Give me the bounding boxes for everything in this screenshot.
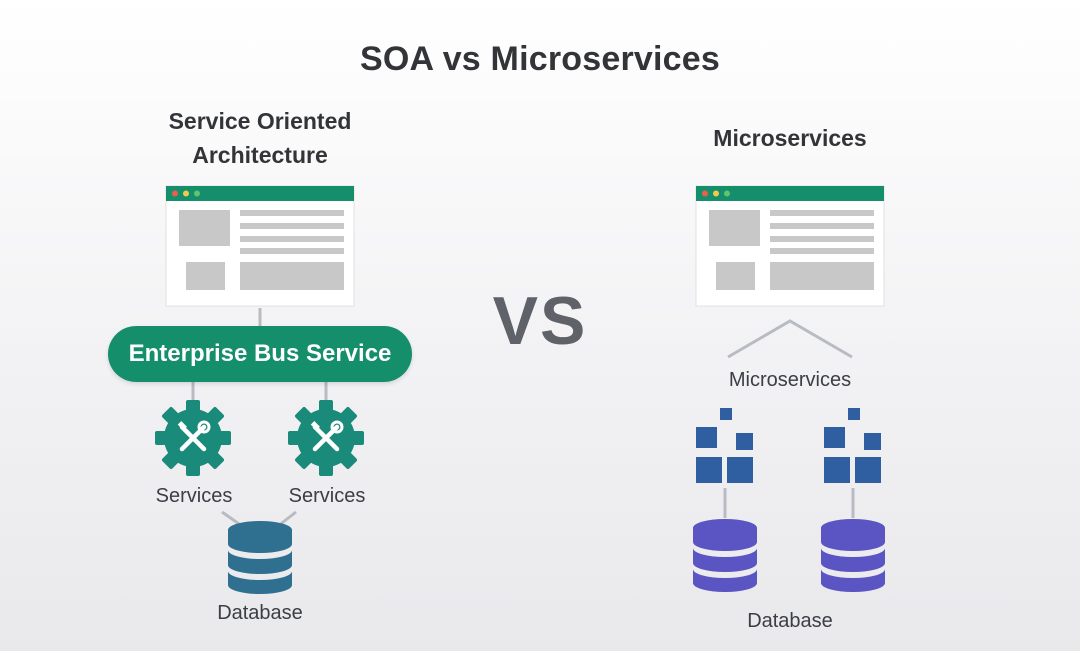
soa-heading-line2: Architecture	[192, 142, 328, 168]
micro-app-window-icon	[695, 185, 885, 307]
microservices-heading: Microservices	[713, 125, 867, 151]
service-gear-icon	[155, 400, 231, 476]
soa-database-icon	[228, 521, 292, 594]
enterprise-bus-service-pill: Enterprise Bus Service	[108, 326, 412, 382]
microservices-label: Microservices	[728, 369, 852, 391]
micro-database-icon	[821, 519, 885, 592]
soa-heading: Service Oriented Architecture	[110, 104, 410, 172]
soa-database-label: Database	[217, 602, 303, 624]
soa-app-window-icon	[165, 185, 355, 307]
services-label-right: Services	[288, 485, 366, 507]
service-gear-icon	[288, 400, 364, 476]
microservice-blocks-icon	[696, 408, 753, 483]
window-to-micro-branch-line	[727, 319, 853, 359]
microservice-blocks-icon	[824, 408, 881, 483]
page-title: SOA vs Microservices	[360, 40, 720, 78]
services-label-left: Services	[155, 485, 233, 507]
micro-database-label: Database	[747, 610, 833, 632]
soa-heading-line1: Service Oriented	[168, 108, 352, 134]
vs-label: VS	[492, 283, 588, 359]
micro-database-icon	[693, 519, 757, 592]
